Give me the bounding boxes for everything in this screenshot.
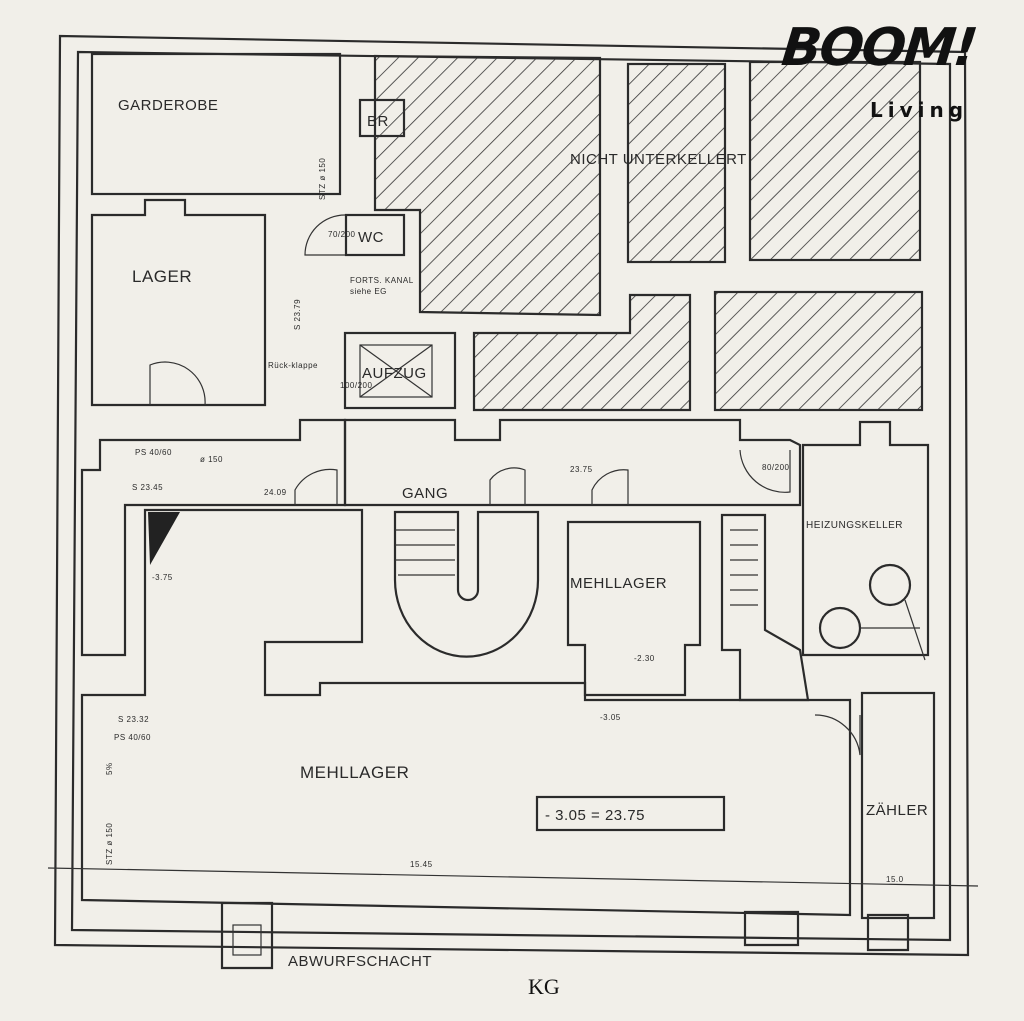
area-unexcavated-2 bbox=[626, 62, 727, 264]
note-lvl-2409: 24.09 bbox=[264, 488, 287, 497]
outer-wall bbox=[53, 34, 970, 957]
label-nicht-unterkellert: NICHT UNTERKELLERT bbox=[570, 151, 747, 168]
brand-tagline: Living bbox=[870, 98, 969, 122]
area-unexcavated-3 bbox=[748, 60, 922, 262]
area-unexcavated-5 bbox=[713, 290, 924, 412]
note-s-2332: S 23.32 bbox=[118, 715, 149, 724]
brand-logo: BOOM! Living bbox=[778, 18, 1002, 128]
door-zaehler bbox=[814, 714, 861, 756]
note-door-80: 80/200 bbox=[762, 463, 790, 472]
note-lvl-230: -2.30 bbox=[634, 654, 655, 663]
note-door-70: 70/200 bbox=[328, 230, 356, 239]
note-ps-top: PS 40/60 bbox=[135, 448, 172, 457]
label-br: BR bbox=[367, 113, 389, 130]
room-aufzug bbox=[343, 331, 457, 410]
room-wc bbox=[344, 213, 406, 257]
label-wc: WC bbox=[358, 229, 384, 246]
note-lvl-2375: 23.75 bbox=[570, 465, 593, 474]
pit-left bbox=[220, 901, 274, 970]
shaft bbox=[720, 513, 810, 702]
note-ps-bottom: PS 40/60 bbox=[114, 733, 151, 742]
label-mehllager-small: MEHLLAGER bbox=[570, 575, 667, 592]
label-mehllager-big: MEHLLAGER bbox=[300, 763, 409, 782]
shaft-ladder bbox=[730, 529, 758, 606]
door-lager bbox=[149, 361, 206, 406]
room-mehllager-big bbox=[80, 508, 852, 917]
note-stz-bottom: STZ ø 150 bbox=[105, 823, 114, 865]
note-ruck-klappe: Rück-klappe bbox=[268, 361, 318, 370]
door-gang-left bbox=[294, 468, 338, 505]
floor-label: KG bbox=[528, 974, 560, 999]
label-garderobe: GARDEROBE bbox=[118, 97, 218, 114]
stair-treads bbox=[395, 529, 455, 576]
door-heizung bbox=[739, 449, 791, 493]
room-garderobe bbox=[90, 52, 342, 196]
room-mehllager-small bbox=[566, 520, 702, 697]
note-s-2379: S 23.79 bbox=[293, 299, 302, 330]
note-pipe-150: ø 150 bbox=[200, 455, 223, 464]
note-fortskanal: FORTS. KANAL bbox=[350, 276, 414, 285]
door-stair bbox=[489, 467, 526, 505]
room-heizungskeller bbox=[801, 420, 930, 657]
label-zaehler: ZÄHLER bbox=[866, 802, 928, 819]
note-slope: 5% bbox=[105, 762, 114, 775]
note-dim-1545: 15.45 bbox=[410, 860, 433, 869]
room-zaehler bbox=[860, 691, 936, 920]
note-lvl-375: -3.75 bbox=[152, 573, 173, 582]
dimension-line bbox=[47, 867, 979, 887]
label-aufzug: AUFZUG bbox=[362, 365, 427, 382]
room-gang bbox=[343, 418, 802, 507]
room-lager bbox=[90, 198, 267, 407]
note-lvl-305: -3.05 bbox=[600, 713, 621, 722]
note-dim-150: 15.0 bbox=[886, 875, 904, 884]
brand-name: BOOM! bbox=[778, 18, 979, 78]
label-lager: LAGER bbox=[132, 267, 192, 286]
label-heizungskeller: HEIZUNGSKELLER bbox=[806, 520, 903, 531]
corridor-left-wall bbox=[80, 418, 347, 657]
boiler-1 bbox=[868, 563, 912, 607]
note-stz-top: STZ ø 150 bbox=[318, 158, 327, 200]
note-door-100: 100/200 bbox=[340, 381, 372, 390]
pit-mid bbox=[743, 910, 800, 947]
note-s-2345: S 23.45 bbox=[132, 483, 163, 492]
label-abwurfschacht: ABWURFSCHACHT bbox=[288, 953, 432, 970]
stair-u bbox=[393, 510, 540, 658]
corner-fill bbox=[148, 512, 180, 565]
boiler-2 bbox=[818, 606, 862, 650]
area-unexcavated-4 bbox=[472, 293, 692, 412]
area-unexcavated-1 bbox=[373, 54, 602, 317]
pit-right bbox=[866, 913, 910, 952]
label-gang: GANG bbox=[402, 485, 448, 502]
inner-outer-wall bbox=[70, 50, 952, 942]
door-wc bbox=[304, 214, 346, 256]
level-box-text: - 3.05 = 23.75 bbox=[545, 807, 645, 824]
note-fortskanal-sub: siehe EG bbox=[350, 287, 387, 296]
door-mehllager bbox=[591, 469, 629, 505]
aufzug-cabin bbox=[359, 344, 433, 398]
level-box bbox=[535, 795, 726, 832]
